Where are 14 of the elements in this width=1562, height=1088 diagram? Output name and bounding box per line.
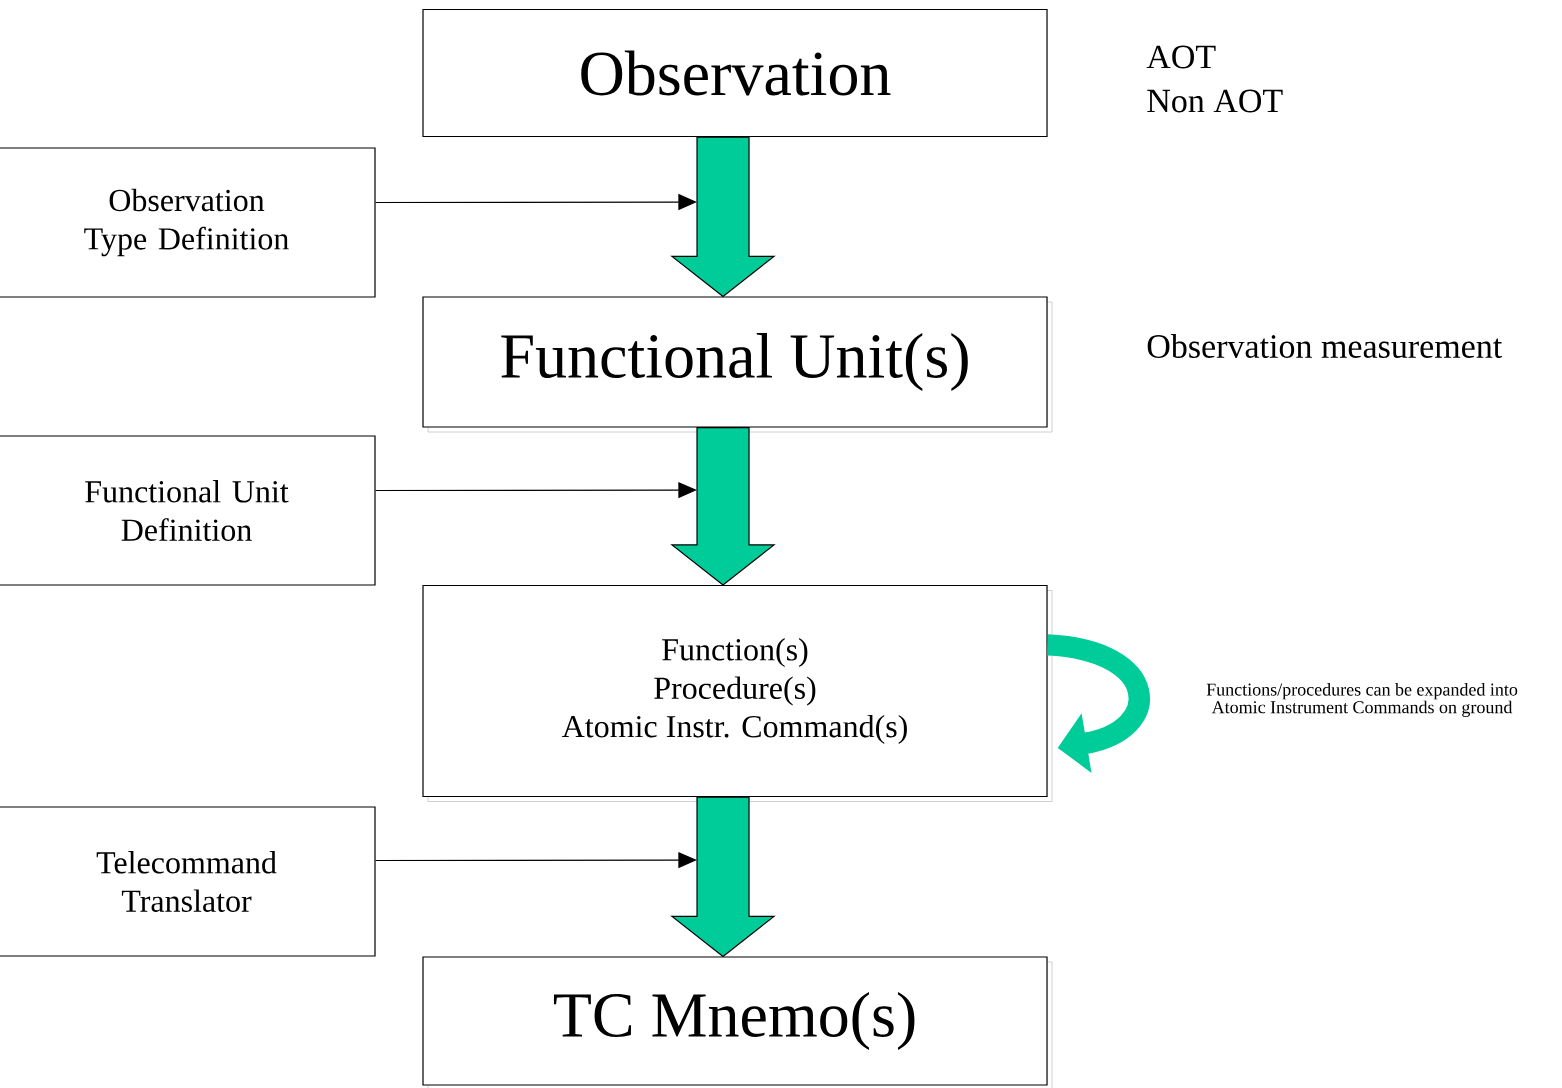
block-arrow bbox=[670, 427, 776, 586]
process-box: Observation bbox=[422, 8, 1048, 138]
input-box: Functional Unit Definition bbox=[0, 435, 376, 586]
input-box: Telecommand Translator bbox=[0, 806, 376, 957]
process-box: Function(s) Procedure(s) Atomic Instr. Command(s) bbox=[422, 584, 1053, 802]
side-note: Non AOT bbox=[1147, 89, 1283, 113]
block-arrow bbox=[670, 796, 776, 958]
process-box: TC Mnemo(s) bbox=[422, 956, 1053, 1088]
input-box: Observation Type Definition bbox=[0, 147, 376, 298]
note: Functions/procedures can be expanded into Atomic Instrument Commands on ground bbox=[1206, 683, 1518, 718]
process-box: Functional Unit(s) bbox=[422, 296, 1053, 433]
side-note: AOT bbox=[1146, 45, 1216, 69]
block-arrow bbox=[670, 136, 776, 298]
side-note: Observation measurement bbox=[1147, 334, 1503, 358]
